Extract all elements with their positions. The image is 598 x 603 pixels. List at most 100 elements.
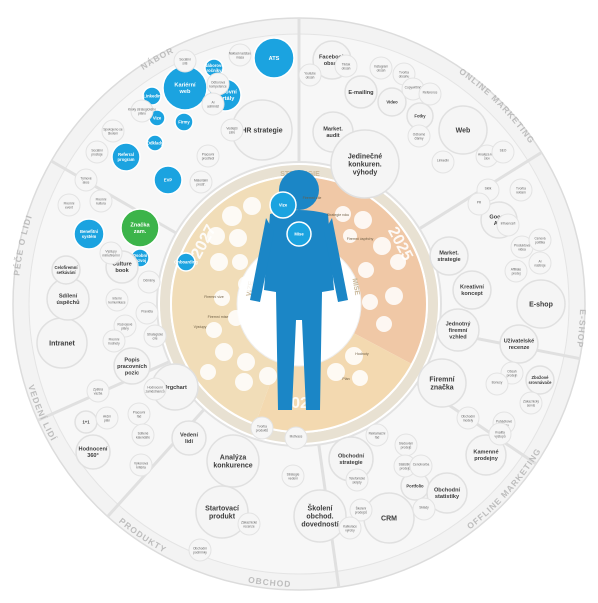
bubble-grey[interactable]: [171, 420, 207, 456]
minor-bubble[interactable]: [509, 178, 533, 202]
bubble-blue[interactable]: [111, 142, 141, 172]
minor-bubble[interactable]: [189, 170, 213, 194]
bubble-grey[interactable]: [206, 434, 260, 488]
bubble-blue[interactable]: [174, 112, 194, 132]
minor-bubble[interactable]: [143, 377, 167, 401]
minor-bubble[interactable]: [488, 422, 512, 446]
minor-bubble[interactable]: [173, 49, 197, 73]
minor-bubble[interactable]: [349, 498, 373, 522]
inner-goal-bubble[interactable]: [358, 262, 374, 278]
inner-goal-bubble[interactable]: [237, 353, 255, 371]
minor-bubble[interactable]: [89, 189, 113, 213]
bubble-grey[interactable]: [293, 489, 347, 543]
bubble-grey[interactable]: [75, 434, 111, 470]
minor-bubble[interactable]: [102, 329, 126, 353]
bubble-blue[interactable]: [146, 134, 164, 152]
bubble-grey[interactable]: [51, 255, 81, 285]
inner-goal-bubble[interactable]: [352, 370, 368, 386]
bubble-blue[interactable]: [73, 218, 105, 250]
bubble-green[interactable]: [120, 208, 160, 248]
minor-bubble[interactable]: [99, 241, 123, 265]
minor-bubble[interactable]: [237, 512, 261, 536]
minor-bubble[interactable]: [57, 193, 81, 217]
bubble-grey[interactable]: [377, 87, 407, 117]
minor-bubble[interactable]: [284, 426, 308, 450]
bubble-blue[interactable]: [153, 165, 183, 195]
minor-bubble[interactable]: [250, 416, 274, 440]
inner-goal-bubble[interactable]: [207, 227, 225, 245]
inner-goal-bubble[interactable]: [206, 322, 222, 338]
inner-goal-bubble[interactable]: [210, 253, 228, 271]
minor-bubble[interactable]: [365, 423, 389, 447]
inner-goal-bubble[interactable]: [238, 276, 254, 292]
minor-bubble[interactable]: [491, 140, 515, 164]
minor-bubble[interactable]: [131, 423, 155, 447]
bubble-grey[interactable]: [426, 472, 468, 514]
minor-bubble[interactable]: [519, 391, 543, 415]
minor-bubble[interactable]: [105, 288, 129, 312]
bubble-grey[interactable]: [465, 434, 507, 476]
minor-bubble[interactable]: [334, 54, 358, 78]
bubble-grey[interactable]: [438, 105, 488, 155]
minor-bubble[interactable]: [143, 324, 167, 348]
minor-bubble[interactable]: [220, 118, 244, 142]
bubble-grey[interactable]: [452, 270, 492, 310]
inner-goal-bubble[interactable]: [243, 197, 261, 215]
inner-goal-bubble[interactable]: [335, 206, 351, 222]
inner-goal-bubble[interactable]: [385, 287, 403, 305]
bubble-grey[interactable]: [344, 75, 378, 109]
minor-bubble[interactable]: [412, 497, 436, 521]
minor-bubble[interactable]: [338, 516, 362, 540]
inner-goal-bubble[interactable]: [345, 347, 363, 365]
minor-bubble[interactable]: [86, 379, 110, 403]
minor-bubble[interactable]: [504, 259, 528, 283]
inner-goal-bubble[interactable]: [222, 206, 242, 226]
minor-bubble[interactable]: [137, 270, 161, 294]
minor-bubble[interactable]: [485, 372, 509, 396]
bubble-grey[interactable]: [330, 129, 400, 199]
minor-bubble[interactable]: [418, 82, 442, 106]
minor-bubble[interactable]: [431, 150, 455, 174]
bubble-grey[interactable]: [429, 236, 469, 276]
bubble-grey[interactable]: [516, 279, 566, 329]
inner-goal-bubble[interactable]: [200, 364, 216, 380]
bubble-blue[interactable]: [176, 252, 196, 272]
bubble-grey[interactable]: [525, 365, 555, 395]
minor-bubble[interactable]: [95, 406, 119, 430]
inner-goal-bubble[interactable]: [390, 254, 406, 270]
bubble-blue[interactable]: [142, 86, 162, 106]
bubble-grey[interactable]: [436, 308, 480, 352]
inner-goal-bubble[interactable]: [327, 363, 345, 381]
inner-goal-bubble[interactable]: [235, 373, 253, 391]
inner-goal-bubble[interactable]: [229, 229, 247, 247]
bubble-grey[interactable]: [417, 358, 467, 408]
minor-bubble[interactable]: [201, 92, 225, 116]
minor-bubble[interactable]: [196, 144, 220, 168]
minor-bubble[interactable]: [528, 251, 552, 275]
minor-bubble[interactable]: [135, 301, 159, 325]
inner-goal-bubble[interactable]: [215, 343, 233, 361]
minor-bubble[interactable]: [129, 453, 153, 477]
inner-goal-bubble[interactable]: [362, 294, 378, 310]
minor-bubble[interactable]: [467, 192, 491, 216]
minor-bubble[interactable]: [298, 63, 322, 87]
inner-goal-bubble[interactable]: [232, 254, 248, 270]
inner-goal-bubble[interactable]: [376, 316, 392, 332]
minor-bubble[interactable]: [101, 119, 125, 143]
minor-bubble[interactable]: [130, 99, 154, 123]
inner-goal-bubble[interactable]: [373, 237, 391, 255]
minor-bubble[interactable]: [407, 124, 431, 148]
minor-bubble[interactable]: [369, 56, 393, 80]
minor-bubble[interactable]: [228, 43, 252, 67]
inner-goal-bubble[interactable]: [259, 367, 277, 385]
bubble-grey[interactable]: [195, 485, 249, 539]
minor-bubble[interactable]: [345, 468, 369, 492]
minor-bubble[interactable]: [409, 454, 433, 478]
minor-bubble[interactable]: [496, 213, 520, 237]
minor-bubble[interactable]: [281, 464, 305, 488]
bubble-blue[interactable]: [269, 191, 297, 219]
minor-bubble[interactable]: [528, 228, 552, 252]
minor-bubble[interactable]: [74, 168, 98, 192]
bubble-blue[interactable]: [286, 221, 312, 247]
inner-goal-bubble[interactable]: [343, 229, 357, 243]
